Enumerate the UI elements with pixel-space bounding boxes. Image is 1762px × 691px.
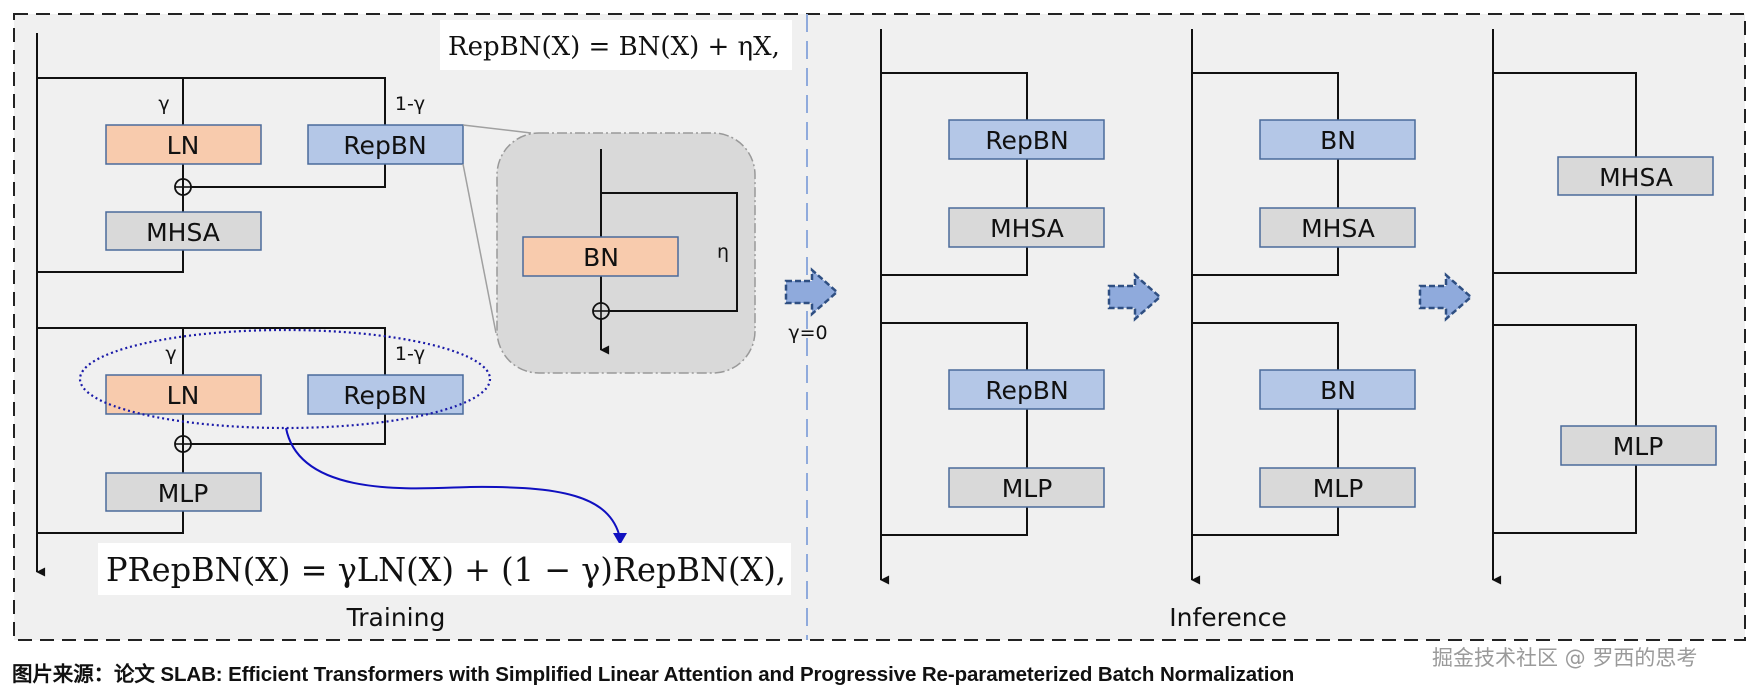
stage1-block1-path [881,72,1028,276]
stage3-mlp-box [1560,425,1717,466]
training-block-mlp: γ 1-γ LN RepBN MLP [37,327,627,545]
transition-arrow-icon [784,267,839,317]
stage1-mlp-box [948,467,1105,508]
stage3-mhsa-box [1557,156,1714,196]
gamma-zero-transition: γ=0 [784,267,839,344]
repbn-formula-background [440,20,792,70]
stage1-repbn1-box [948,119,1105,160]
stage1-repbn2-label: RepBN [985,376,1068,405]
block1-skip-return [37,250,184,273]
training-block-attention: γ 1-γ LN RepBN MHSA [37,77,464,273]
block2-mlp-label: MLP [158,479,209,508]
stage2-mlp-box [1259,467,1416,508]
gamma-zero-label: γ=0 [788,322,827,344]
stage1-mhsa-box [948,207,1105,248]
block1-repbn-label: RepBN [343,131,426,160]
block2-branch-top [37,327,386,375]
zoom-bn-box [522,236,679,277]
zoom-eta-label: η [717,241,729,263]
block1-mhsa-label: MHSA [146,218,220,247]
stage2-bn2-label: BN [1320,376,1356,405]
block1-gamma-label: γ [158,93,169,115]
zoom-eta-skip [601,192,738,312]
block2-repbn-to-add [190,414,386,445]
stage1-repbn1-label: RepBN [985,126,1068,155]
inference-stage-1: RepBN MHSA RepBN MLP [880,29,1105,585]
stage2-mhsa-label: MHSA [1301,214,1375,243]
inference-stage-2: BN MHSA BN MLP [1191,29,1416,585]
stage2-bn1-box [1259,119,1416,160]
highlight-to-formula-curve [285,427,621,539]
prepbn-formula-background [98,543,791,595]
block1-ln-box [105,124,262,165]
zoom-callout-line-top [462,124,532,134]
stage1-repbn2-box [948,369,1105,410]
block2-ln-label: LN [167,381,200,410]
stage2-block1-path [1192,72,1339,276]
zoom-callout-line-bottom [462,163,497,334]
zoom-bn-label: BN [583,243,619,272]
block1-ln-label: LN [167,131,200,160]
block1-branch-top [37,77,386,125]
block2-skip-return [37,511,184,534]
block2-mlp-box [105,472,262,512]
block1-repbn-box [307,124,464,165]
block1-one-minus-gamma-label: 1-γ [395,93,425,115]
zoom-add-icon [592,302,610,320]
block2-repbn-label: RepBN [343,381,426,410]
block2-gamma-label: γ [165,343,176,365]
stage2-mlp-label: MLP [1313,474,1364,503]
watermark: 掘金技术社区 @ 罗西的思考 [1432,646,1698,670]
stage3-mhsa-label: MHSA [1599,163,1673,192]
highlight-curve-arrowhead [613,533,627,545]
inference-section: RepBN MHSA RepBN MLP BN MHSA BN MLP [880,29,1717,632]
block2-repbn-box [307,374,464,415]
inference-stage-3: MHSA MLP [1492,29,1717,585]
stage2-bn2-box [1259,369,1416,410]
stage1-to-stage2-arrow-icon [1107,272,1162,322]
block2-ln-box [105,374,262,415]
repbn-zoom-panel: BN η [462,124,756,374]
inference-section-label: Inference [1169,603,1286,632]
norm-highlight-ellipse [78,328,492,430]
stage2-mhsa-box [1259,207,1416,248]
block2-add-icon [174,435,192,453]
stage2-to-stage3-arrow-icon [1418,272,1473,322]
block2-one-minus-gamma-label: 1-γ [395,343,425,365]
stage1-mlp-label: MLP [1002,474,1053,503]
prepbn-formula: PRepBN(X) = γLN(X) + (1 − γ)RepBN(X), [106,550,786,589]
stage1-block2-path [881,322,1028,536]
repbn-formula: RepBN(X) = BN(X) + ηX, [448,32,780,62]
stage2-bn1-label: BN [1320,126,1356,155]
block1-add-icon [174,178,192,196]
stage1-mhsa-label: MHSA [990,214,1064,243]
stage2-block2-path [1192,322,1339,536]
stage3-mlp-label: MLP [1613,432,1664,461]
block1-mhsa-box [105,211,262,251]
training-section-label: Training [346,603,446,632]
figure-caption: 图片来源：论文 SLAB: Efficient Transformers wit… [12,663,1295,686]
training-section: γ 1-γ LN RepBN MHSA γ 1-γ LN [36,20,792,632]
block1-repbn-to-add [190,164,386,188]
